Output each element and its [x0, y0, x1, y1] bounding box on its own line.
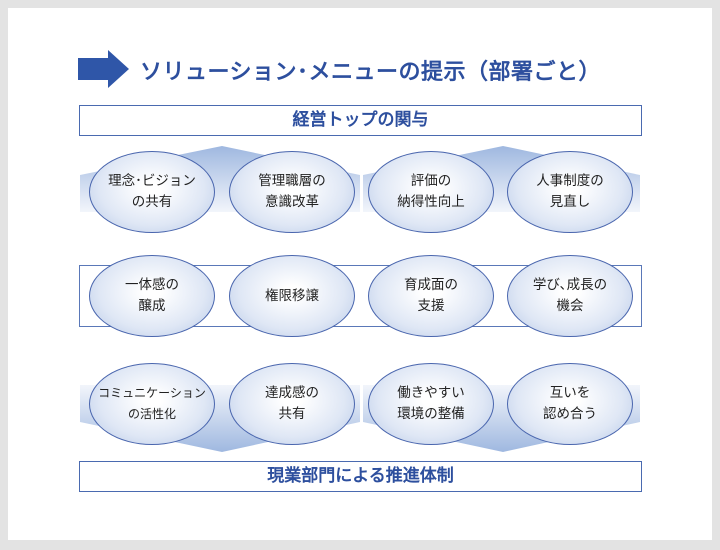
ellipse-label: 人事制度の — [536, 173, 604, 189]
solution-ellipse: 評価の納得性向上 — [368, 151, 494, 233]
ellipse-label: 権限移譲 — [265, 287, 319, 304]
solution-ellipse: 働きやすい環境の整備 — [368, 363, 494, 445]
top-management-header: 経営トップの関与 — [79, 105, 642, 136]
title-arrow-icon — [78, 50, 129, 88]
ellipse-label: 醸成 — [138, 298, 166, 314]
ellipse-label: 認め合う — [543, 406, 597, 422]
ellipse-label: 学び､成長の — [532, 277, 608, 293]
page-title: ソリューション･メニューの提示（部署ごと） — [140, 60, 602, 85]
solution-ellipse: 学び､成長の機会 — [507, 255, 633, 337]
solution-ellipse: 管理職層の意識改革 — [229, 151, 355, 233]
ellipse-label: 環境の整備 — [397, 406, 465, 422]
ellipse-label: 働きやすい — [397, 385, 465, 401]
ellipse-label: 一体感の — [125, 277, 179, 293]
ellipse-label: 共有 — [278, 406, 306, 422]
ellipse-label: 意識改革 — [265, 194, 319, 210]
ellipse-label: 育成面の — [404, 277, 458, 293]
ellipse-label: 理念･ビジョン — [108, 173, 196, 189]
solution-ellipse: 育成面の支援 — [368, 255, 494, 337]
ellipse-label: 互いを — [549, 385, 591, 401]
ellipse-label: 支援 — [417, 298, 445, 314]
solution-ellipse: 互いを認め合う — [507, 363, 633, 445]
ellipse-label: 管理職層の — [258, 173, 326, 189]
ellipse-label: 評価の — [410, 173, 452, 189]
ellipse-label: 見直し — [549, 194, 591, 210]
solution-ellipse: コミュニケーションの活性化 — [89, 363, 215, 445]
solution-ellipse: 権限移譲 — [229, 255, 355, 337]
solution-ellipse: 一体感の醸成 — [89, 255, 215, 337]
ellipse-label: 機会 — [556, 298, 584, 314]
solution-ellipse: 達成感の共有 — [229, 363, 355, 445]
field-department-header: 現業部門による推進体制 — [79, 461, 642, 492]
ellipse-label: の共有 — [131, 194, 173, 210]
solution-ellipse: 人事制度の見直し — [507, 151, 633, 233]
ellipse-label: の活性化 — [127, 407, 176, 421]
ellipse-label: コミュニケーション — [98, 386, 206, 400]
ellipse-label: 達成感の — [265, 385, 319, 401]
ellipse-label: 納得性向上 — [397, 194, 465, 210]
solution-ellipse: 理念･ビジョンの共有 — [89, 151, 215, 233]
